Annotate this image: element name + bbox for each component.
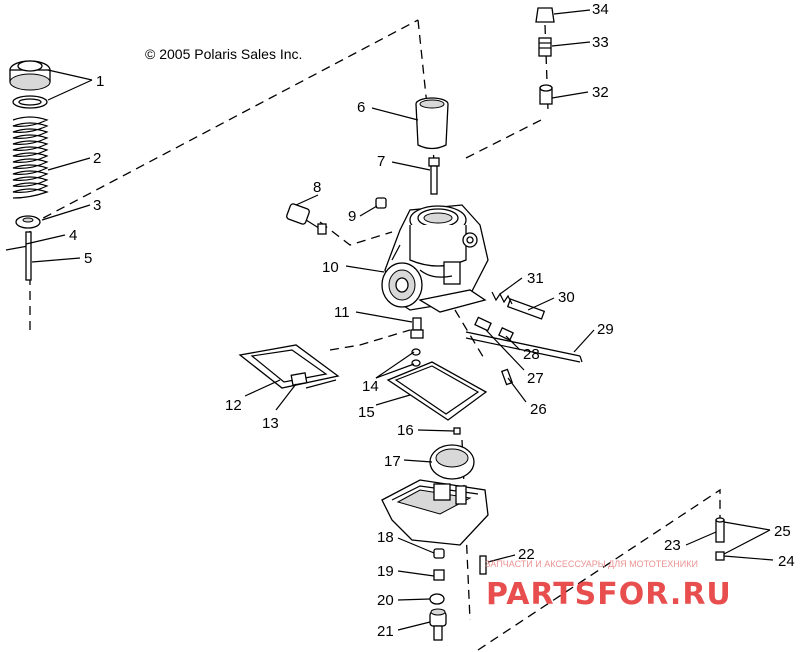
- callout-12: 12: [225, 397, 242, 414]
- callout-31: 31: [527, 270, 544, 287]
- part-9-screw: [375, 197, 387, 209]
- callout-8: 8: [313, 179, 321, 196]
- callout-21: 21: [377, 623, 394, 640]
- callout-1: 1: [96, 73, 104, 90]
- callout-32: 32: [592, 84, 609, 101]
- part-1-cap: [9, 60, 51, 109]
- part-4-5-needle: [5, 231, 32, 281]
- part-8-plunger: [286, 203, 327, 235]
- callout-3: 3: [93, 197, 101, 214]
- callout-2: 2: [93, 150, 101, 167]
- callout-28: 28: [523, 346, 540, 363]
- part-23-25-fitting: [715, 517, 725, 561]
- callout-20: 20: [377, 592, 394, 609]
- watermark: ЗАПЧАСТИ И АКСЕССУАРЫ ДЛЯ МОТОТЕХНИКИ PA…: [485, 559, 732, 612]
- part-12-13-bracket: [238, 344, 340, 389]
- callout-23: 23: [664, 537, 681, 554]
- callout-10: 10: [322, 259, 339, 276]
- part-18-21-drain: [429, 548, 447, 641]
- leader-lines: [25, 9, 774, 631]
- part-22-screw: [479, 555, 487, 575]
- copyright-notice: © 2005 Polaris Sales Inc.: [145, 46, 302, 62]
- callout-27: 27: [527, 370, 544, 387]
- part-16-pin: [453, 427, 461, 435]
- callout-11: 11: [334, 304, 350, 321]
- callout-19: 19: [377, 563, 394, 580]
- callout-7: 7: [377, 153, 385, 170]
- part-34-33-32: [535, 7, 555, 105]
- callout-25: 25: [774, 523, 791, 540]
- callout-30: 30: [558, 289, 575, 306]
- callout-15: 15: [358, 404, 375, 421]
- part-3-retainer: [15, 215, 41, 229]
- callout-4: 4: [69, 227, 77, 244]
- callout-6: 6: [357, 99, 365, 116]
- callout-29: 29: [597, 321, 614, 338]
- part-11-jet: [410, 317, 424, 339]
- callout-13: 13: [262, 415, 279, 432]
- callout-34: 34: [592, 1, 609, 18]
- callout-18: 18: [377, 529, 394, 546]
- callout-26: 26: [530, 401, 547, 418]
- part-14-orings: [411, 348, 421, 367]
- callout-numbers: 1 2 3 4 5 6 7 8 9 10 11 12 13 14 15 16 1…: [69, 1, 795, 640]
- part-17-float: [429, 444, 475, 480]
- callout-17: 17: [384, 453, 401, 470]
- part-15-gasket: [386, 361, 488, 421]
- callout-33: 33: [592, 34, 609, 51]
- callout-24: 24: [778, 553, 795, 570]
- callout-14: 14: [362, 378, 379, 395]
- watermark-tagline: ЗАПЧАСТИ И АКСЕССУАРЫ ДЛЯ МОТОТЕХНИКИ: [485, 559, 698, 569]
- callout-22: 22: [518, 546, 535, 563]
- callout-5: 5: [84, 250, 92, 267]
- callout-16: 16: [397, 422, 414, 439]
- part-7-screw: [428, 157, 440, 195]
- watermark-brand: PARTSFOR.RU: [486, 577, 732, 612]
- float-bowl: [381, 479, 489, 546]
- callout-9: 9: [348, 208, 356, 225]
- part-26-31-screws: [465, 291, 583, 386]
- part-2-spring: [12, 116, 49, 199]
- dashed-guide-lines: [29, 19, 721, 651]
- part-6-slide: [415, 97, 449, 150]
- part-10-carburetor-body: [381, 204, 489, 313]
